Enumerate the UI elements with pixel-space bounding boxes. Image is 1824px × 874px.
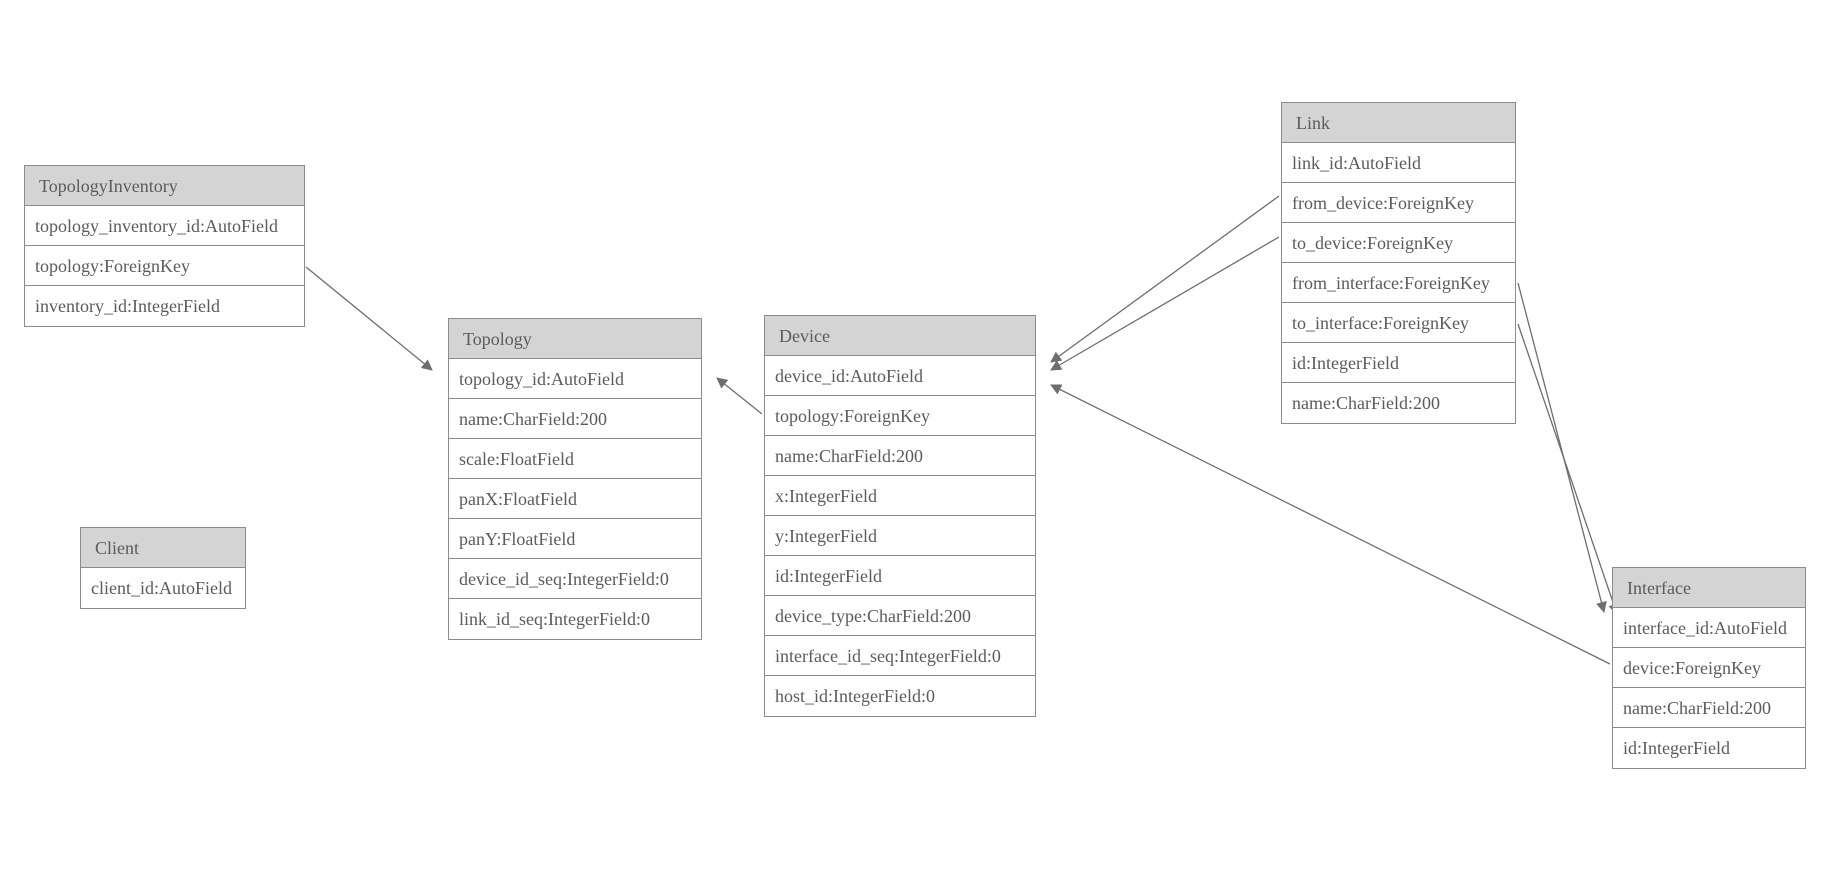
entity-title-interface: Interface [1613,568,1805,608]
entity-title-topology: Topology [449,319,701,359]
entity-field: from_interface:ForeignKey [1282,263,1515,303]
entity-title-device: Device [765,316,1035,356]
entity-field: topology_id:AutoField [449,359,701,399]
entity-field: host_id:IntegerField:0 [765,676,1035,716]
entity-field: from_device:ForeignKey [1282,183,1515,223]
edge-link-from-device-to-device [1050,195,1280,363]
edge-link-from-interface-to-interface [1517,282,1607,613]
entity-field: name:CharField:200 [1613,688,1805,728]
entity-field: id:IntegerField [765,556,1035,596]
entity-field: name:CharField:200 [449,399,701,439]
entity-field: device:ForeignKey [1613,648,1805,688]
edge-link-to-interface-to-interface [1517,323,1619,615]
edge-link-to-device-to-device [1050,236,1280,371]
entity-field: topology_inventory_id:AutoField [25,206,304,246]
entity-field: y:IntegerField [765,516,1035,556]
entity-field: to_interface:ForeignKey [1282,303,1515,343]
entity-field: name:CharField:200 [765,436,1035,476]
entity-field: to_device:ForeignKey [1282,223,1515,263]
entity-field: topology:ForeignKey [765,396,1035,436]
entity-field: id:IntegerField [1613,728,1805,768]
edge-interface-to-device [1050,384,1611,665]
edge-topologyinventory-to-topology [305,266,433,371]
entity-field: interface_id_seq:IntegerField:0 [765,636,1035,676]
edge-device-to-topology [716,377,763,415]
entity-field: device_id_seq:IntegerField:0 [449,559,701,599]
entity-title-link: Link [1282,103,1515,143]
entity-field: topology:ForeignKey [25,246,304,286]
entity-title-topology-inventory: TopologyInventory [25,166,304,206]
entity-field: link_id:AutoField [1282,143,1515,183]
entity-field: interface_id:AutoField [1613,608,1805,648]
entity-field: panY:FloatField [449,519,701,559]
entity-field: device_id:AutoField [765,356,1035,396]
entity-field: device_type:CharField:200 [765,596,1035,636]
entity-field: link_id_seq:IntegerField:0 [449,599,701,639]
entity-field: inventory_id:IntegerField [25,286,304,326]
entity-field: x:IntegerField [765,476,1035,516]
entity-field: panX:FloatField [449,479,701,519]
entity-title-client: Client [81,528,245,568]
entity-field: client_id:AutoField [81,568,245,608]
entity-field: scale:FloatField [449,439,701,479]
entity-field: id:IntegerField [1282,343,1515,383]
entity-field: name:CharField:200 [1282,383,1515,423]
